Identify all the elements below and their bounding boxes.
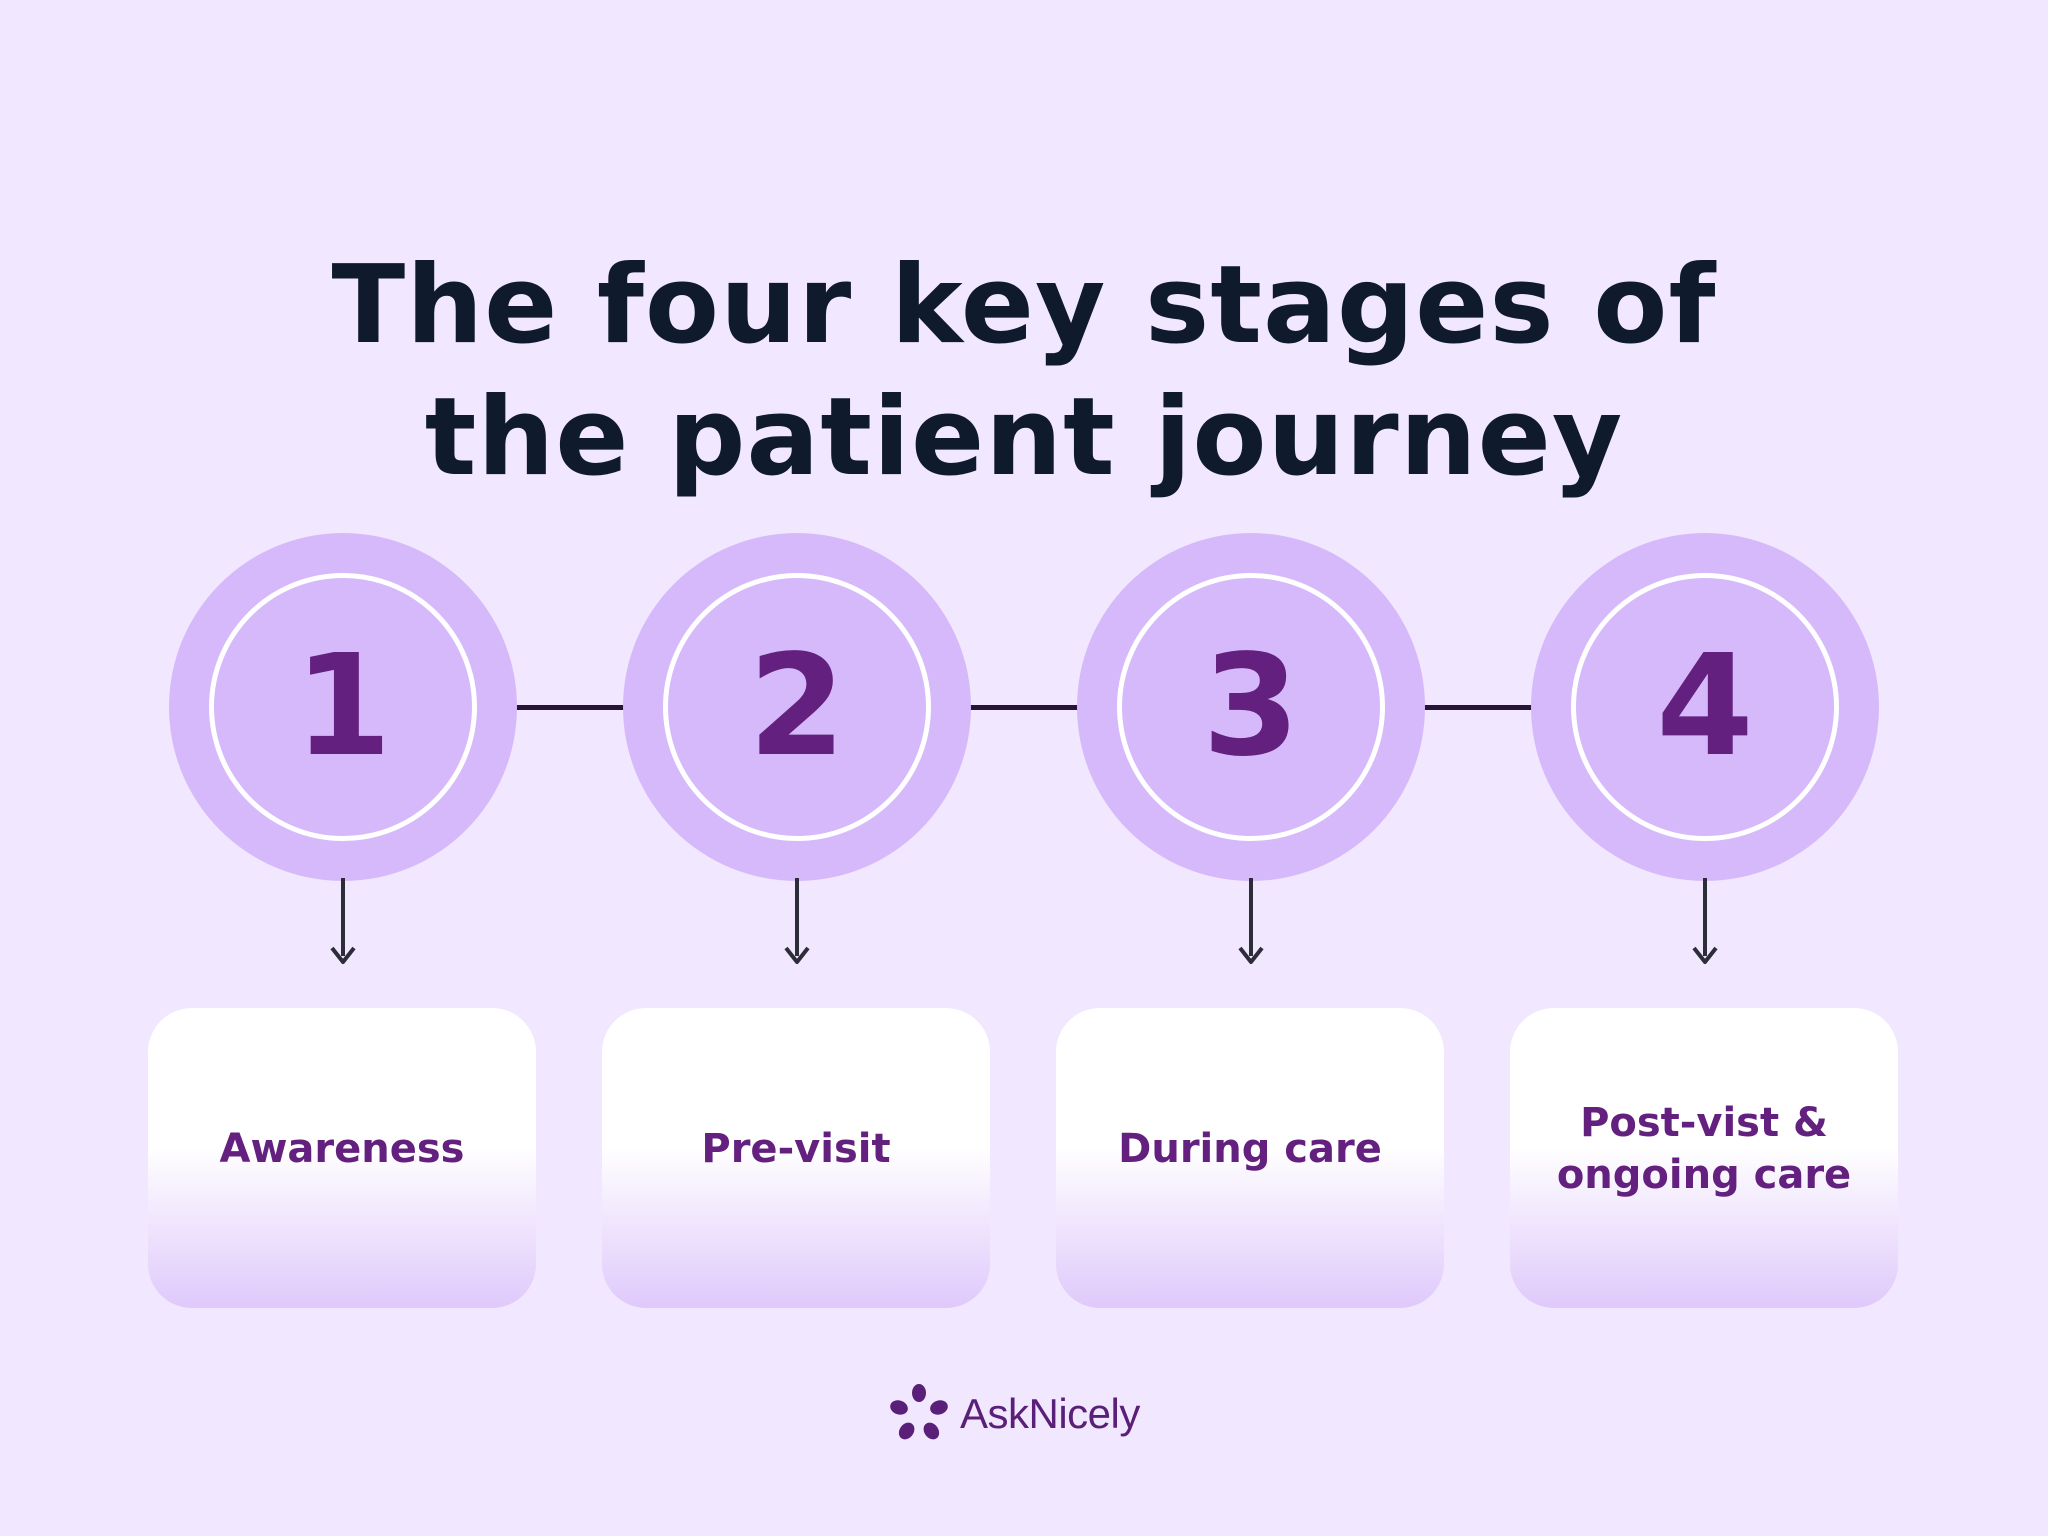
stage-3-ring <box>1117 573 1385 841</box>
title-line-1: The four key stages of <box>331 243 1717 369</box>
asknicely-star-logo-icon <box>890 1384 948 1440</box>
stage-4-label: Post-vist & ongoing care <box>1556 1100 1852 1198</box>
stage-connector-line <box>386 705 1706 710</box>
stage-3-label: During care <box>1118 1126 1382 1172</box>
stage-4-number: 4 <box>1656 625 1754 788</box>
stage-1-arrow-down-icon <box>330 878 356 964</box>
stage-4-circle: 4 <box>1531 533 1879 881</box>
stage-1-card: Awareness <box>148 1008 536 1308</box>
stage-2-arrow-down-icon <box>784 878 810 964</box>
stage-3-circle: 3 <box>1077 533 1425 881</box>
stage-1-ring <box>209 573 477 841</box>
stage-4-arrow-down-icon <box>1692 878 1718 964</box>
stage-2-label: Pre-visit <box>701 1126 891 1172</box>
stage-2-number: 2 <box>748 625 846 788</box>
stage-4-ring <box>1571 573 1839 841</box>
stage-3-arrow-down-icon <box>1238 878 1264 964</box>
stage-2-ring <box>663 573 931 841</box>
asknicely-logo: AskNicely <box>888 1382 1140 1446</box>
stage-4-card: Post-vist & ongoing care <box>1510 1008 1898 1308</box>
brand-name: AskNicely <box>960 1390 1140 1437</box>
stage-2-card: Pre-visit <box>602 1008 990 1308</box>
stage-1-circle: 1 <box>169 533 517 881</box>
stage-1-label: Awareness <box>219 1126 465 1172</box>
stage-2-circle: 2 <box>623 533 971 881</box>
stage-1-number: 1 <box>294 625 392 788</box>
diagram-title: The four key stages of the patient journ… <box>0 240 2048 504</box>
stage-3-number: 3 <box>1202 625 1300 788</box>
title-line-2: the patient journey <box>424 375 1624 501</box>
stage-3-card: During care <box>1056 1008 1444 1308</box>
